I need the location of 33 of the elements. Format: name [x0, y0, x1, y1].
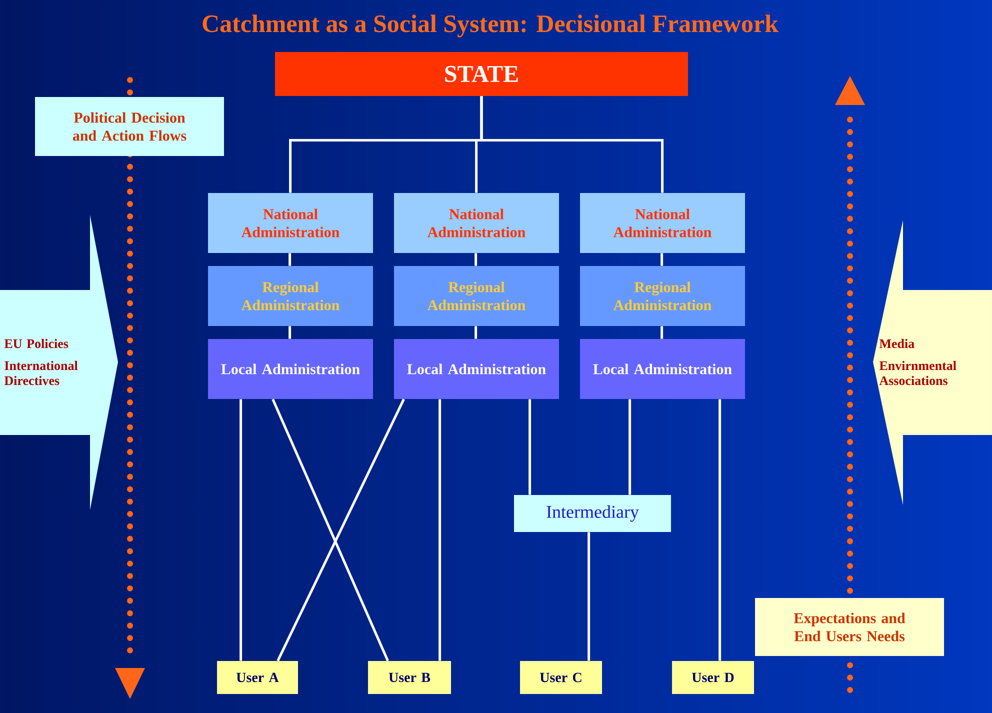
administration-box: Regional Administration	[208, 266, 373, 326]
user-box: User C	[520, 661, 602, 694]
connector-line	[660, 326, 664, 339]
user-box: User A	[217, 661, 298, 694]
connector-line	[438, 399, 442, 661]
connector-line	[474, 253, 478, 266]
connector-line	[588, 532, 590, 661]
administration-box: National Administration	[580, 193, 745, 253]
administration-box: Regional Administration	[580, 266, 745, 326]
administration-box: National Administration	[208, 193, 373, 253]
administration-box: Local Administration	[208, 339, 373, 399]
connector-line	[718, 399, 722, 661]
connector-line	[240, 399, 242, 661]
administration-box: Regional Administration	[394, 266, 559, 326]
connector-line	[288, 253, 292, 266]
label-box: Political Decision and Action Flows	[35, 97, 224, 156]
user-box: User D	[672, 661, 754, 694]
connector-line	[272, 398, 389, 662]
title: Catchment as a Social System: Decisional Framework	[202, 14, 778, 38]
administration-box: Local Administration	[394, 339, 559, 399]
state-box: STATE	[275, 52, 688, 96]
connector-line	[276, 398, 405, 662]
connector-line	[528, 399, 532, 495]
administration-box: Local Administration	[580, 339, 745, 399]
user-box: User B	[368, 661, 451, 694]
connector-line	[474, 326, 478, 339]
administration-box: National Administration	[394, 193, 559, 253]
label-box: Expectations and End Users Needs	[755, 598, 944, 656]
connector-line	[288, 326, 292, 339]
connector-line	[660, 253, 664, 266]
connector-line	[628, 399, 632, 495]
connector-line	[480, 96, 664, 193]
intermediary-box: Intermediary	[514, 495, 671, 532]
